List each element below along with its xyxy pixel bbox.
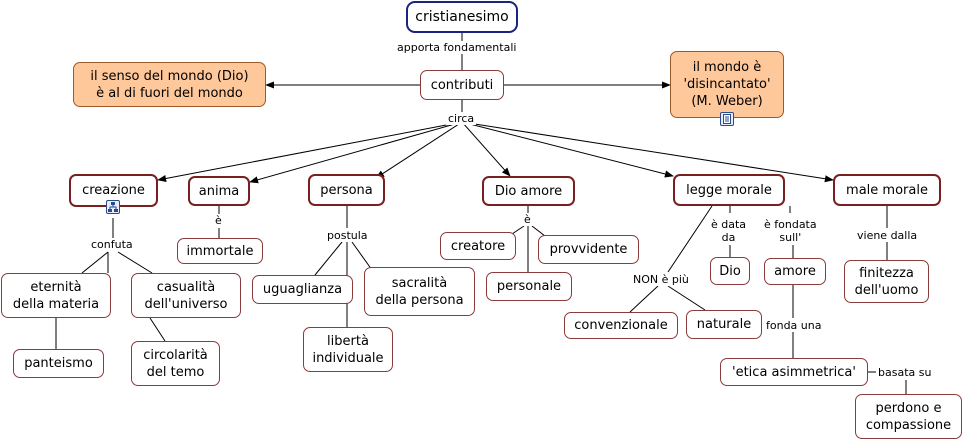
document-icon[interactable] — [720, 112, 734, 126]
node-naturale[interactable]: naturale — [686, 310, 762, 339]
link-label-basata-su: basata su — [876, 366, 934, 379]
node-senso-del-mondo[interactable]: il senso del mondo (Dio) è al di fuori d… — [73, 62, 266, 107]
link-label-e-data-da: è data da — [709, 218, 749, 244]
link-label-e-fondata: è fondata sull' — [762, 218, 819, 244]
node-eternita[interactable]: eternità della materia — [1, 273, 111, 318]
node-personale[interactable]: personale — [486, 272, 572, 301]
node-cristianesimo[interactable]: cristianesimo — [406, 1, 518, 33]
node-etica-asimmetrica[interactable]: 'etica asimmetrica' — [720, 358, 868, 386]
link-label-e-dio: è — [522, 213, 533, 226]
link-label-e-anima: è — [213, 214, 224, 227]
link-label-postula: postula — [325, 229, 370, 242]
node-anima[interactable]: anima — [188, 176, 250, 206]
node-amore[interactable]: amore — [764, 258, 826, 285]
diagram-icon[interactable] — [106, 200, 120, 214]
link-label-circa: circa — [446, 112, 477, 125]
link-label-confuta: confuta — [89, 238, 135, 251]
node-sacralita[interactable]: sacralità della persona — [364, 267, 475, 316]
node-dio-amore[interactable]: Dio amore — [482, 176, 575, 206]
link-label-non-e-piu: NON è più — [631, 273, 691, 286]
node-immortale[interactable]: immortale — [177, 238, 263, 264]
link-label-viene-dalla: viene dalla — [855, 229, 920, 242]
node-finitezza[interactable]: finitezza dell'uomo — [844, 260, 929, 303]
link-label-apporta: apporta fondamentali — [395, 41, 519, 54]
node-circolarita[interactable]: circolarità del temo — [131, 341, 220, 386]
node-uguaglianza[interactable]: uguaglianza — [252, 275, 353, 304]
node-mondo-disincantato[interactable]: il mondo è 'disincantato' (M. Weber) — [670, 51, 784, 118]
node-liberta[interactable]: libertà individuale — [303, 327, 393, 372]
node-contributi[interactable]: contributi — [420, 70, 504, 100]
node-convenzionale[interactable]: convenzionale — [564, 312, 678, 339]
link-label-fonda-una: fonda una — [764, 319, 824, 332]
node-persona[interactable]: persona — [308, 174, 385, 206]
node-male-morale[interactable]: male morale — [833, 174, 941, 206]
node-legge-morale[interactable]: legge morale — [673, 174, 785, 206]
node-panteismo[interactable]: panteismo — [13, 349, 104, 378]
node-provvidente[interactable]: provvidente — [538, 235, 639, 264]
node-creatore[interactable]: creatore — [440, 232, 516, 260]
node-dio[interactable]: Dio — [710, 257, 750, 285]
node-casualita[interactable]: casualità dell'universo — [131, 273, 241, 318]
node-perdono-compassione[interactable]: perdono e compassione — [855, 394, 962, 439]
